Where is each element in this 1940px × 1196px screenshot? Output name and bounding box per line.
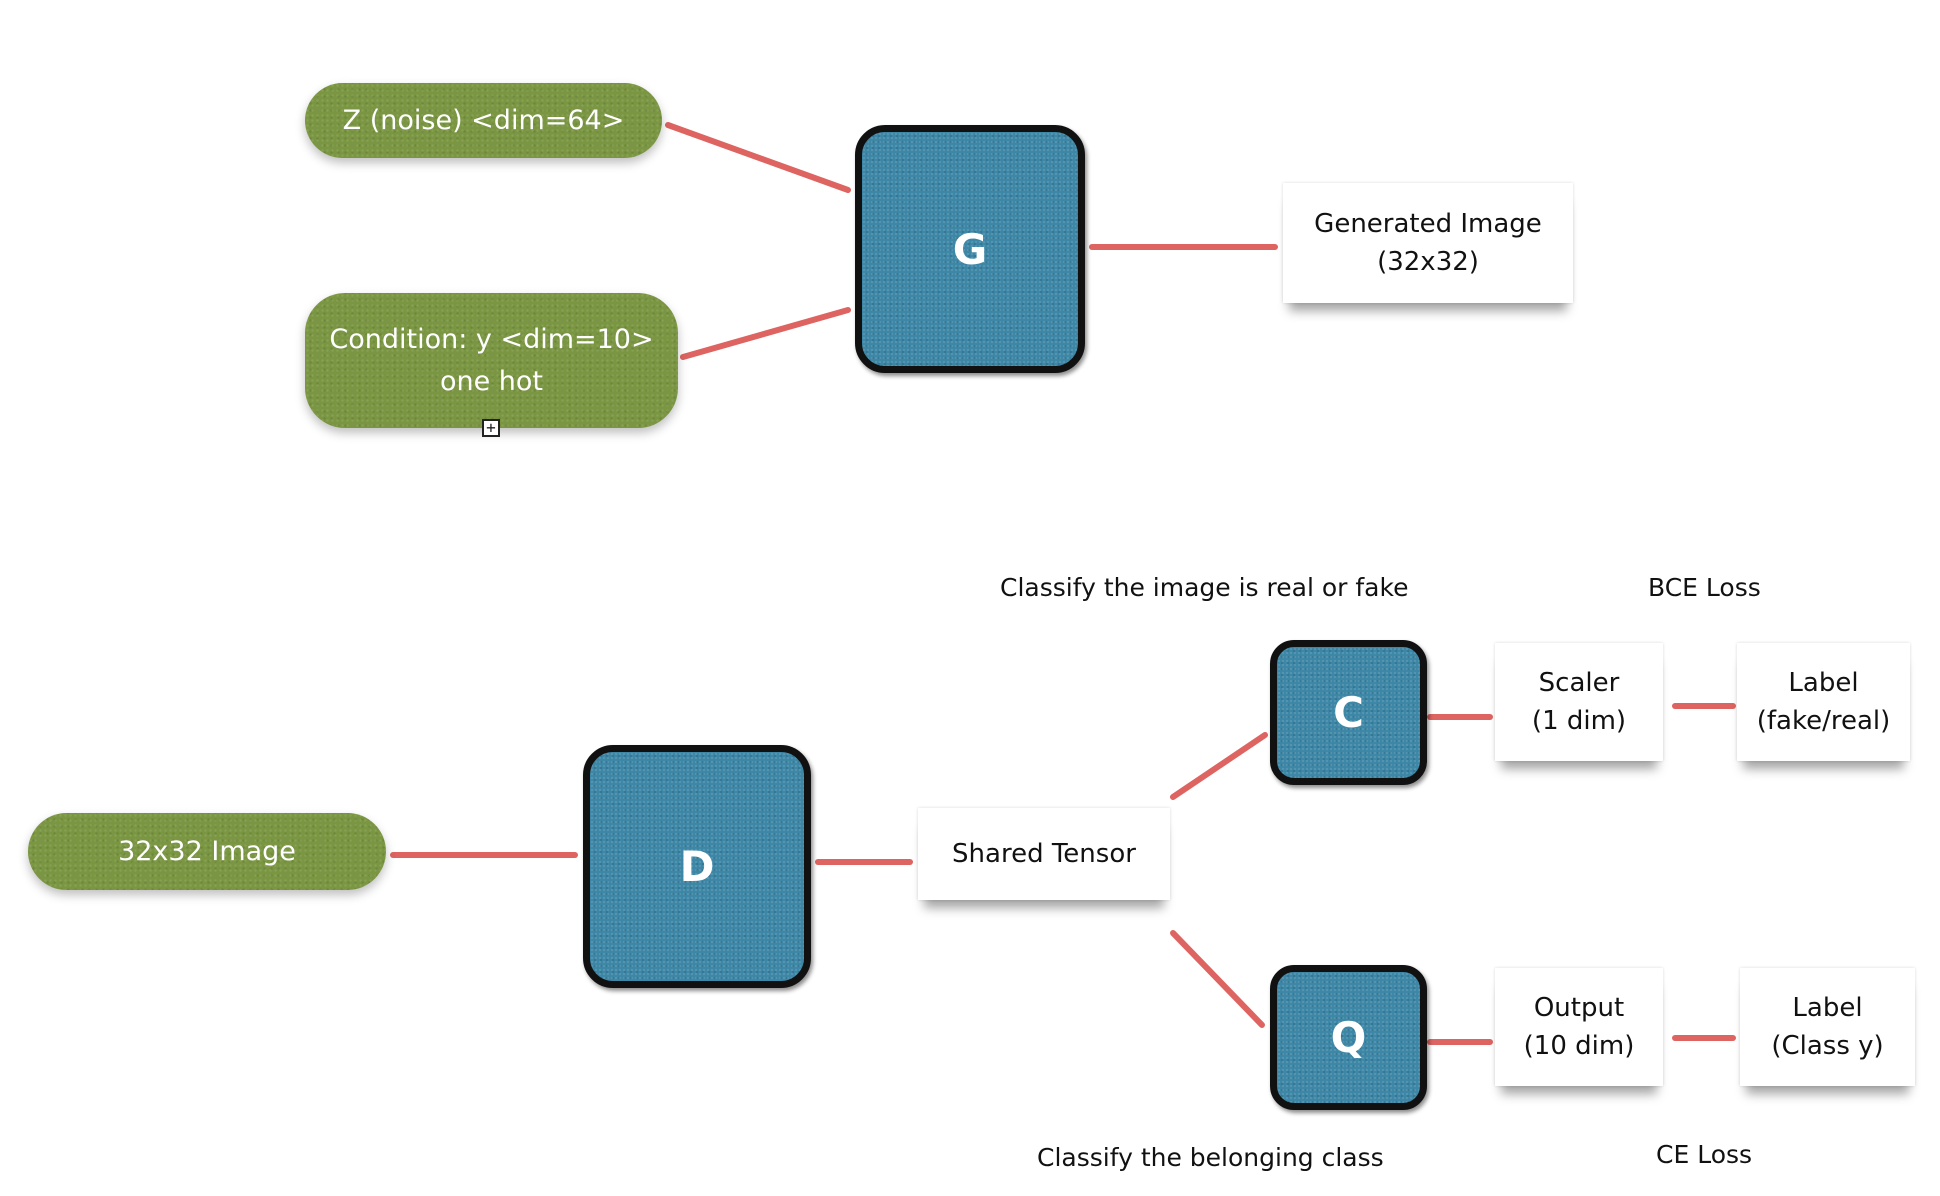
discriminator-node: D bbox=[583, 745, 811, 988]
condition-input-label-line1: Condition: y <dim=10> bbox=[329, 323, 654, 355]
shared-tensor-card: Shared Tensor bbox=[918, 808, 1170, 900]
c-node: C bbox=[1270, 640, 1427, 785]
connector-shared-to-c bbox=[1170, 732, 1268, 800]
q-task-annotation: Classify the belonging class bbox=[1037, 1143, 1384, 1172]
connector-condition-to-g bbox=[680, 307, 851, 360]
label-fake-real-line2: (fake/real) bbox=[1756, 706, 1891, 736]
label-class-card: Label (Class y) bbox=[1740, 968, 1915, 1086]
image-input-label: 32x32 Image bbox=[118, 835, 296, 867]
label-fake-real-card: Label (fake/real) bbox=[1737, 643, 1910, 761]
condition-input-node: Condition: y <dim=10> one hot bbox=[305, 293, 678, 428]
q-node: Q bbox=[1270, 965, 1427, 1110]
c-task-annotation: Classify the image is real or fake bbox=[1000, 573, 1409, 602]
scaler-card: Scaler (1 dim) bbox=[1495, 643, 1663, 761]
noise-input-label: Z (noise) <dim=64> bbox=[342, 104, 625, 136]
c-node-label: C bbox=[1333, 688, 1364, 737]
connector-shared-to-q bbox=[1170, 930, 1265, 1028]
label-class-line2: (Class y) bbox=[1771, 1031, 1884, 1061]
ce-loss-annotation: CE Loss bbox=[1656, 1140, 1753, 1169]
q-node-label: Q bbox=[1330, 1013, 1367, 1062]
shared-tensor-label: Shared Tensor bbox=[952, 839, 1136, 869]
connector-noise-to-g bbox=[665, 122, 851, 193]
scaler-line2: (1 dim) bbox=[1531, 706, 1627, 736]
plus-box-icon[interactable]: + bbox=[482, 419, 500, 437]
generator-node: G bbox=[855, 125, 1085, 373]
condition-input-label-line2: one hot bbox=[439, 365, 544, 397]
generator-node-label: G bbox=[952, 224, 988, 274]
noise-input-node: Z (noise) <dim=64> bbox=[305, 83, 662, 158]
generated-image-card: Generated Image (32x32) bbox=[1283, 183, 1573, 303]
image-input-node: 32x32 Image bbox=[28, 813, 386, 890]
generated-image-line1: Generated Image bbox=[1314, 209, 1542, 239]
output-card: Output (10 dim) bbox=[1495, 968, 1663, 1086]
bce-loss-annotation: BCE Loss bbox=[1648, 573, 1761, 602]
generated-image-line2: (32x32) bbox=[1377, 247, 1479, 277]
output-line2: (10 dim) bbox=[1523, 1031, 1635, 1061]
discriminator-node-label: D bbox=[679, 842, 715, 891]
label-fake-real-line1: Label bbox=[1788, 668, 1859, 698]
scaler-line1: Scaler bbox=[1538, 668, 1620, 698]
output-line1: Output bbox=[1533, 993, 1625, 1023]
label-class-line1: Label bbox=[1792, 993, 1863, 1023]
